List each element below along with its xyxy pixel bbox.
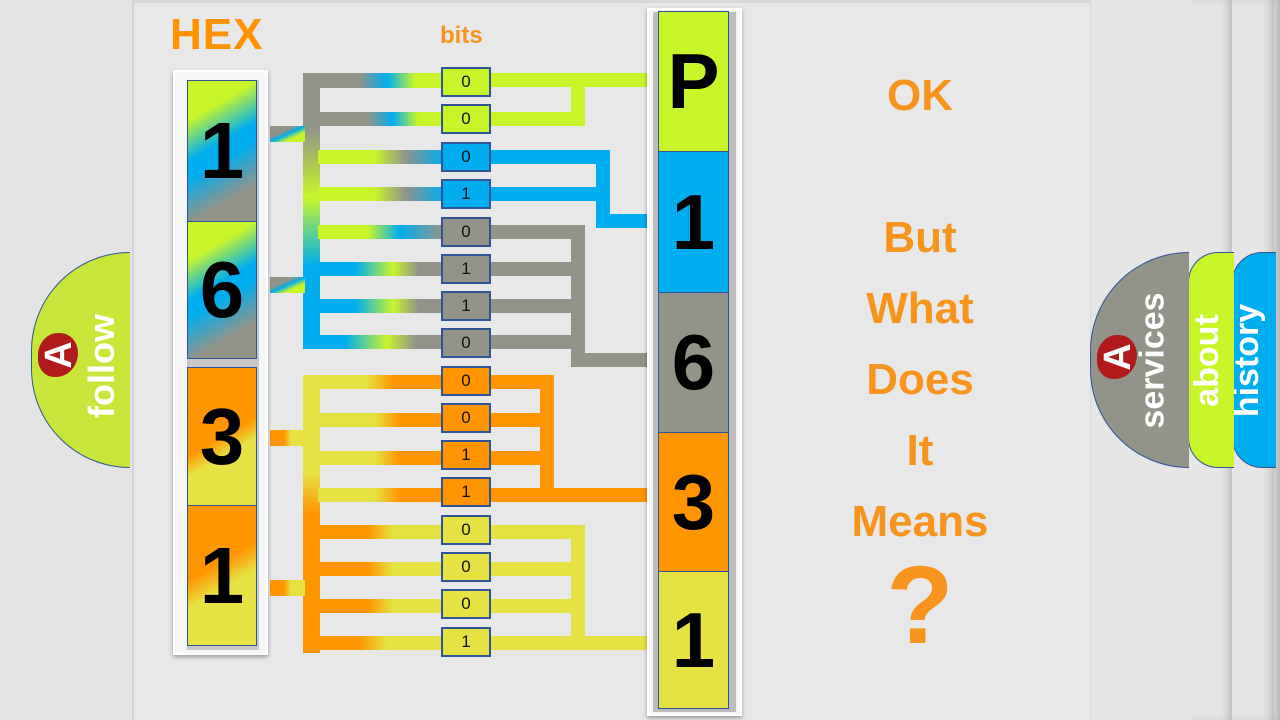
decoded-char-4: 3 xyxy=(658,432,729,572)
bit-box: 0 xyxy=(441,403,491,433)
logo-letter: A xyxy=(1097,343,1139,371)
question-line-it: It xyxy=(906,426,934,475)
question-spacer xyxy=(820,131,1020,202)
bit-box: 0 xyxy=(441,552,491,582)
decoded-char-5: 1 xyxy=(658,571,729,709)
decoded-char-2: 1 xyxy=(658,151,729,293)
follow-tab-label: follow xyxy=(80,314,122,418)
bit-box: 0 xyxy=(441,328,491,358)
bit-box: 1 xyxy=(441,627,491,657)
bit-box: 1 xyxy=(441,440,491,470)
hex-digit-3: 3 xyxy=(187,367,257,506)
bit-box: 0 xyxy=(441,67,491,97)
logo-letter: A xyxy=(38,341,80,369)
decoded-char-1: P xyxy=(658,11,729,152)
question-line-but: But xyxy=(883,213,957,262)
question-line-ok: OK xyxy=(887,71,953,120)
hex-digit-2: 6 xyxy=(187,221,257,359)
question-text: OK But What Does It Means ? xyxy=(820,60,1020,661)
bit-box: 1 xyxy=(441,291,491,321)
bit-box: 1 xyxy=(441,477,491,507)
bit-box: 0 xyxy=(441,589,491,619)
page-edge-3 xyxy=(1274,0,1280,720)
blood-splat-logo-icon xyxy=(1097,335,1137,379)
services-tab-label: services xyxy=(1133,292,1172,429)
history-tab[interactable]: history xyxy=(1228,252,1276,468)
question-line-means: Means xyxy=(851,497,989,546)
bit-box: 1 xyxy=(441,254,491,284)
question-line-does: Does xyxy=(866,355,974,404)
hex-digit-1: 1 xyxy=(187,80,257,222)
question-mark-icon: ? xyxy=(886,544,954,667)
hex-title: HEX xyxy=(170,10,264,59)
bits-title: bits xyxy=(440,22,483,49)
hex-digit-4: 1 xyxy=(187,505,257,646)
decoded-char-3: 6 xyxy=(658,292,729,433)
bit-box: 0 xyxy=(441,515,491,545)
bit-box: 0 xyxy=(441,366,491,396)
bit-box: 0 xyxy=(441,217,491,247)
bit-box: 1 xyxy=(441,179,491,209)
about-tab-label: about xyxy=(1187,314,1226,407)
bit-box: 0 xyxy=(441,142,491,172)
history-tab-label: history xyxy=(1228,303,1267,418)
question-line-what: What xyxy=(866,284,974,333)
about-tab[interactable]: about xyxy=(1188,252,1234,468)
bit-box: 0 xyxy=(441,104,491,134)
blood-splat-logo-icon xyxy=(38,333,78,377)
